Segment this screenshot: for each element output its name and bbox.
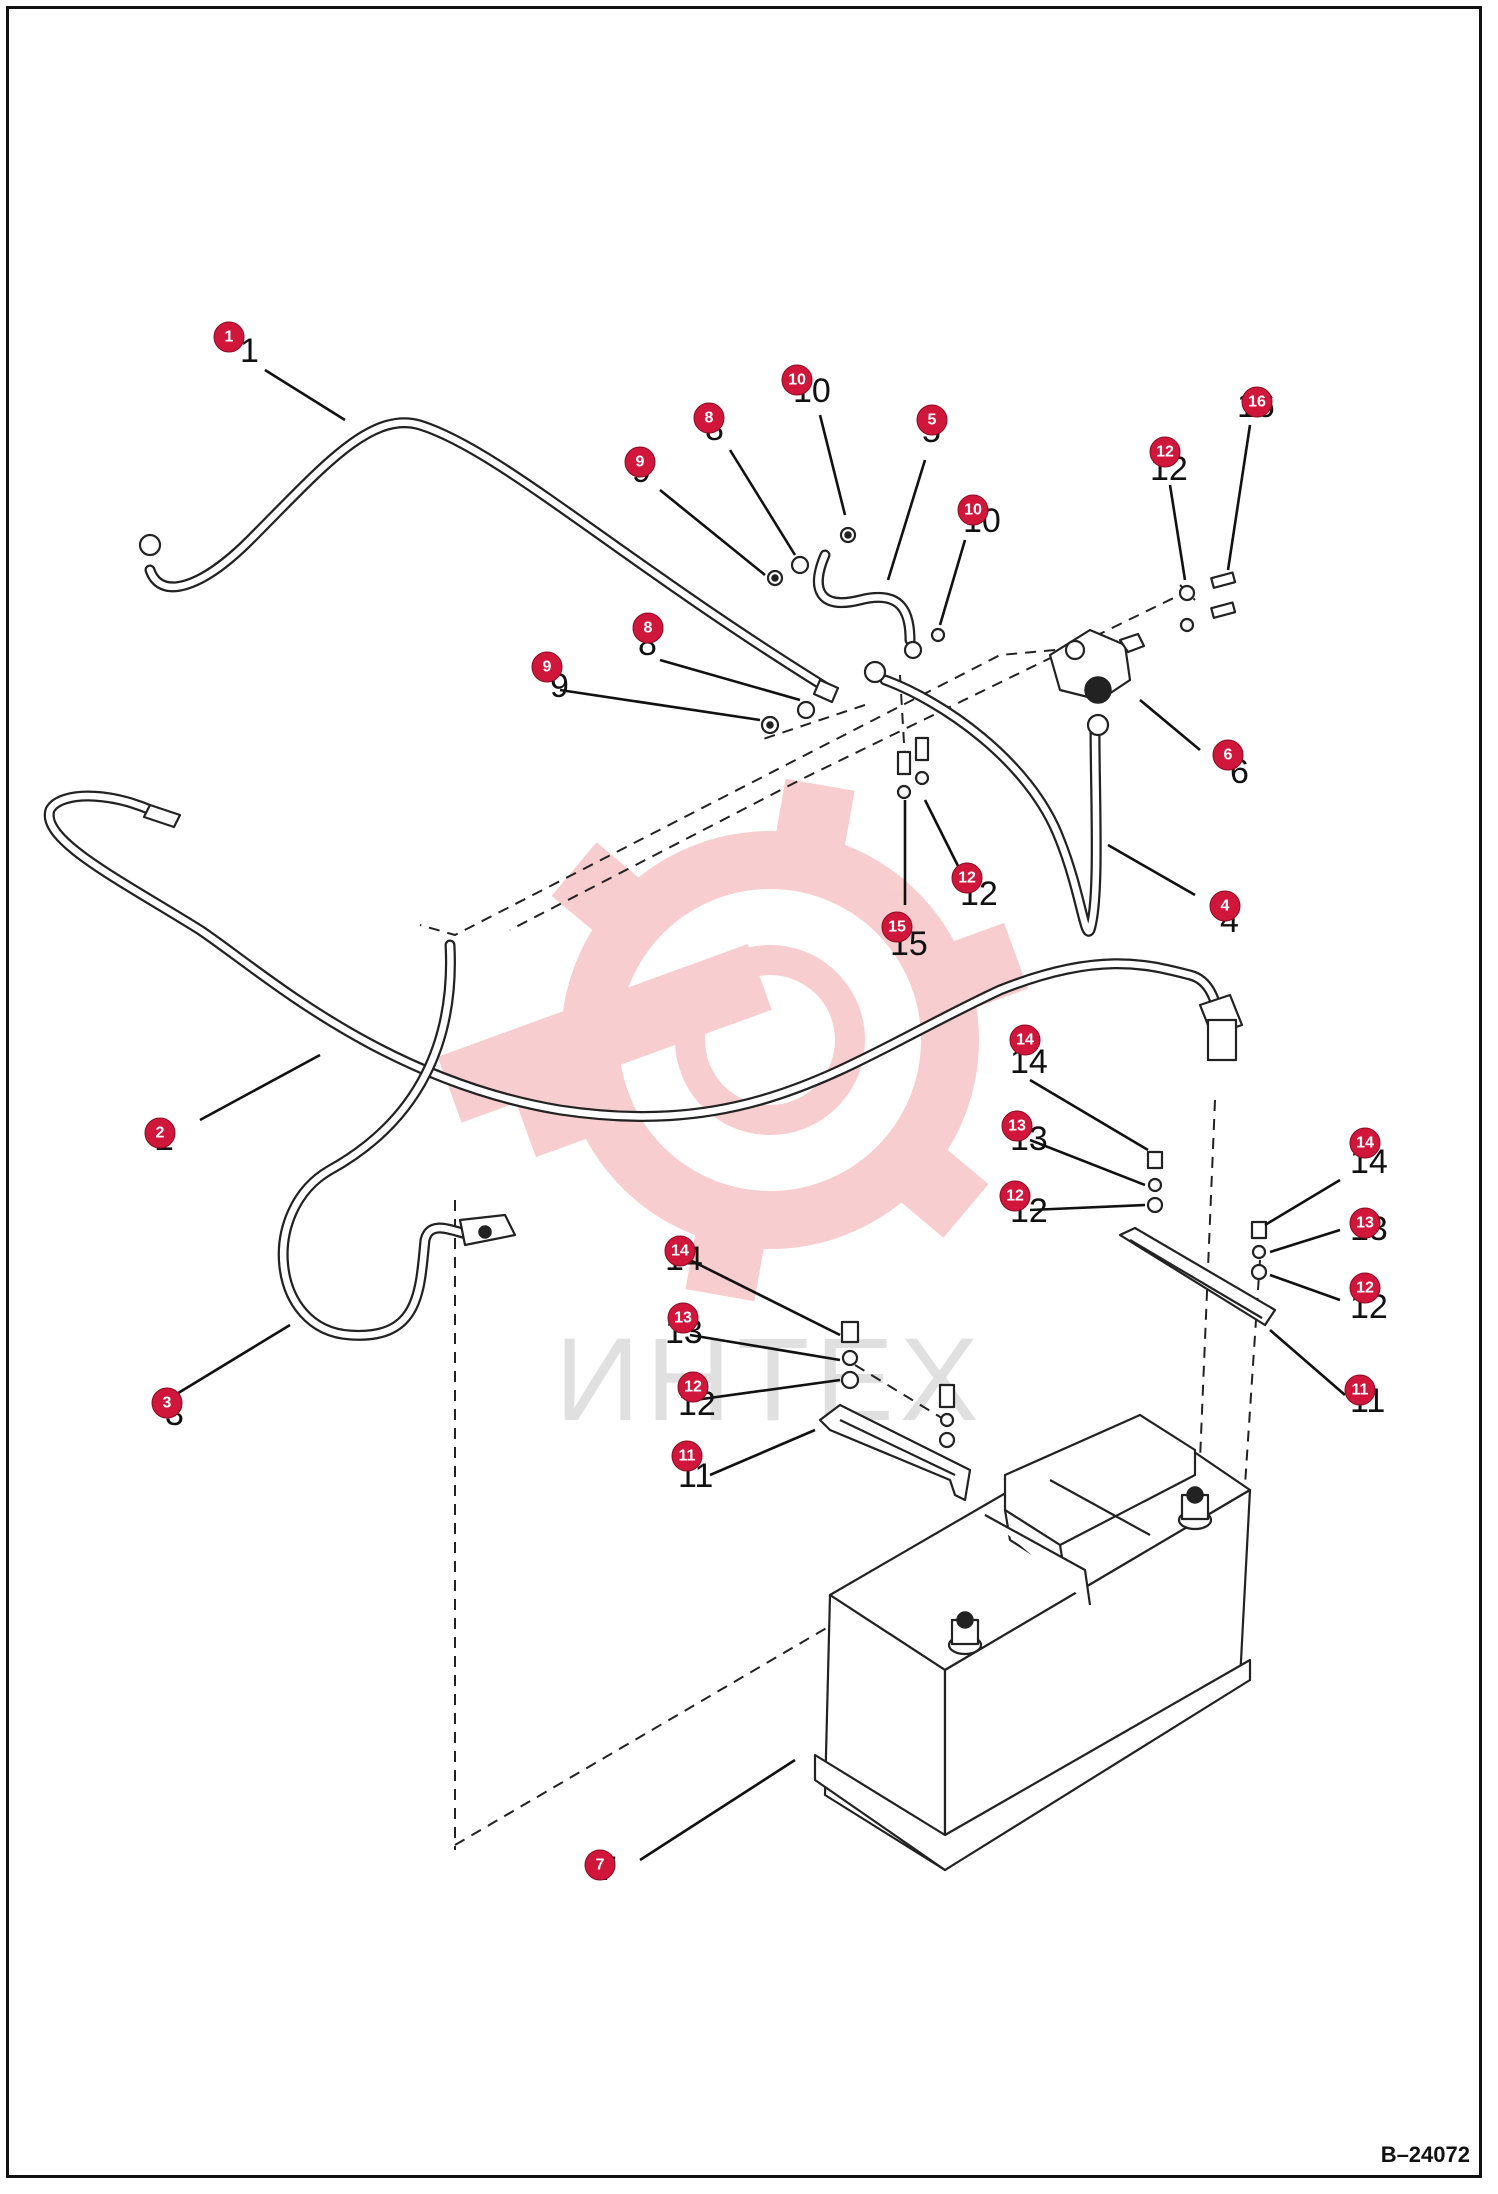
callout-3[interactable]: 3 (151, 1387, 183, 1419)
svg-text:12: 12 (1006, 1188, 1024, 1205)
callout-12[interactable]: 12 (677, 1371, 709, 1403)
hold-down-bracket-left (818, 1403, 972, 1502)
solenoid-6 (1048, 628, 1146, 704)
callout-8[interactable]: 8 (632, 612, 664, 644)
svg-text:10: 10 (788, 372, 806, 389)
svg-text:9: 9 (636, 454, 645, 471)
callout-10[interactable]: 10 (957, 494, 989, 526)
svg-text:9: 9 (543, 659, 552, 676)
cable-3 (277, 939, 517, 1341)
battery-7 (813, 1413, 1252, 1872)
callout-13[interactable]: 13 (1001, 1110, 1033, 1142)
svg-text:8: 8 (705, 410, 714, 427)
callout-14[interactable]: 14 (664, 1235, 696, 1267)
svg-text:7: 7 (596, 1857, 605, 1874)
svg-text:11: 11 (679, 1448, 696, 1465)
callout-13[interactable]: 13 (1349, 1207, 1381, 1239)
callout-12[interactable]: 12 (1149, 436, 1181, 468)
svg-text:12: 12 (684, 1379, 702, 1396)
callout-12[interactable]: 12 (999, 1180, 1031, 1212)
callout-10[interactable]: 10 (781, 364, 813, 396)
callout-12[interactable]: 12 (1349, 1272, 1381, 1304)
cable-2 (43, 790, 1244, 1122)
cable-1 (138, 417, 840, 704)
callout-14[interactable]: 14 (1009, 1024, 1041, 1056)
svg-text:12: 12 (1156, 444, 1174, 461)
cable-5 (812, 549, 923, 660)
svg-text:16: 16 (1248, 394, 1266, 411)
svg-text:14: 14 (1356, 1135, 1374, 1152)
svg-text:13: 13 (1356, 1215, 1374, 1232)
svg-text:13: 13 (674, 1310, 692, 1327)
svg-text:12: 12 (958, 870, 976, 887)
callout-11[interactable]: 11 (671, 1440, 703, 1472)
cable-4 (863, 660, 1110, 937)
svg-text:15: 15 (888, 919, 906, 936)
part-number-label: 1 (240, 332, 259, 370)
svg-text:2: 2 (156, 1125, 165, 1142)
callout-9[interactable]: 9 (624, 446, 656, 478)
callout-15[interactable]: 15 (881, 911, 913, 943)
callout-13[interactable]: 13 (667, 1302, 699, 1334)
svg-text:11: 11 (1352, 1382, 1369, 1399)
svg-text:5: 5 (928, 412, 937, 429)
svg-text:3: 3 (163, 1395, 172, 1412)
callout-9[interactable]: 9 (531, 651, 563, 683)
callout-14[interactable]: 14 (1349, 1127, 1381, 1159)
callout-16[interactable]: 16 (1241, 386, 1273, 418)
leader-lines (174, 368, 1346, 1862)
hardware-set (760, 526, 1268, 1449)
svg-text:4: 4 (1221, 898, 1230, 915)
callout-12[interactable]: 12 (951, 862, 983, 894)
gear-logo-watermark (437, 778, 1029, 1302)
callout-11[interactable]: 11 (1344, 1374, 1376, 1406)
callout-6[interactable]: 6 (1212, 739, 1244, 771)
callout-8[interactable]: 8 (693, 402, 725, 434)
svg-text:14: 14 (671, 1243, 689, 1260)
svg-text:8: 8 (644, 620, 653, 637)
callout-4[interactable]: 4 (1209, 890, 1241, 922)
svg-text:10: 10 (964, 502, 982, 519)
drawing-number: B–24072 (1380, 2142, 1470, 2167)
callout-7[interactable]: 7 (584, 1849, 616, 1881)
callouts[interactable]: 1 10 8 5 9 10 12 16 8 9 6 12 4 15 14 2 1… (144, 321, 1381, 1881)
svg-text:6: 6 (1224, 747, 1233, 764)
watermark-text: ИНТЕХ (555, 1314, 985, 1446)
svg-text:14: 14 (1016, 1032, 1034, 1049)
callout-5[interactable]: 5 (916, 404, 948, 436)
hold-down-bracket-right (1118, 1226, 1277, 1327)
svg-text:12: 12 (1356, 1280, 1374, 1297)
callout-1[interactable]: 1 (213, 321, 245, 353)
svg-text:13: 13 (1008, 1118, 1026, 1135)
callout-2[interactable]: 2 (144, 1117, 176, 1149)
svg-text:1: 1 (225, 329, 234, 346)
